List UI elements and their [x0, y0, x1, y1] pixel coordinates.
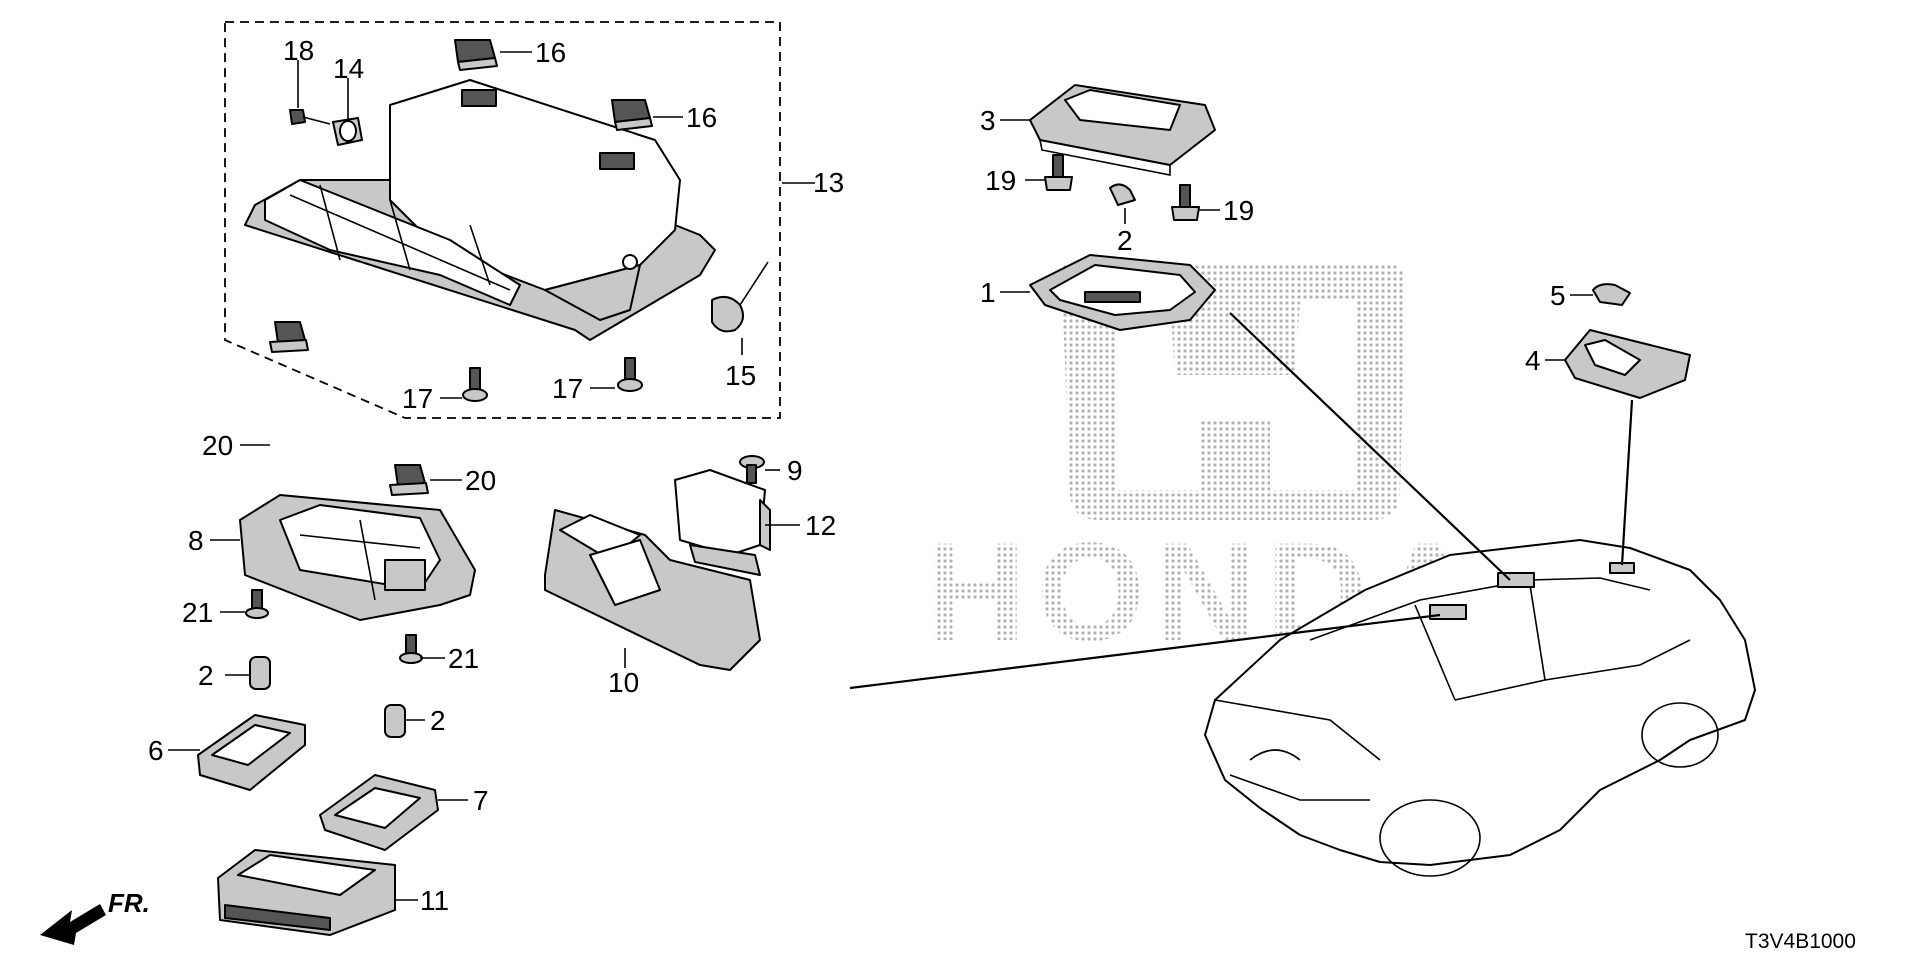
callout-9: 9	[787, 455, 803, 486]
part-3-lamp-housing	[1029, 84, 1216, 176]
diagram-code: T3V4B1000	[1745, 930, 1856, 953]
part-8-lamp-base	[239, 494, 476, 621]
part-1-lens	[1029, 254, 1216, 331]
part-19-screw-a	[1044, 154, 1073, 191]
callout-18: 18	[283, 35, 314, 66]
part-19-screw-b	[1171, 184, 1200, 221]
callout-14: 14	[333, 53, 364, 84]
part-2-bulb-left	[249, 656, 271, 690]
callout-1: 1	[980, 277, 996, 308]
part-7-lens	[319, 774, 439, 851]
part-2-bulb-top	[1109, 183, 1136, 206]
callout-8: 8	[188, 525, 204, 556]
part-18-screw	[289, 109, 331, 125]
callout-12: 12	[805, 510, 836, 541]
callout-16-a: 16	[535, 37, 566, 68]
part-5-bulb	[1592, 283, 1631, 306]
callout-15: 15	[725, 360, 756, 391]
part-20-clip-a	[269, 321, 309, 353]
callout-6: 6	[148, 735, 164, 766]
leader-lines	[168, 51, 1634, 901]
part-2-bulb-right	[384, 704, 406, 738]
part-11-unit	[217, 849, 396, 936]
callout-19-a: 19	[985, 165, 1016, 196]
callout-21-a: 21	[182, 597, 213, 628]
part-4-bracket	[1564, 329, 1691, 399]
callout-17-a: 17	[402, 383, 433, 414]
callout-17-b: 17	[552, 373, 583, 404]
part-17-bolt-a	[462, 367, 488, 402]
callout-20-b: 20	[465, 465, 496, 496]
callout-19-b: 19	[1223, 195, 1254, 226]
callout-5: 5	[1550, 280, 1566, 311]
callout-2-right: 2	[430, 705, 446, 736]
part-6-lens	[197, 714, 306, 791]
part-17-bolt-b	[617, 357, 643, 392]
callout-7: 7	[473, 785, 489, 816]
front-direction-arrow-icon	[40, 904, 106, 945]
part-21-screw-b	[399, 634, 423, 664]
part-16-clip-a	[454, 39, 498, 71]
callout-3: 3	[980, 105, 996, 136]
part-21-screw-a	[245, 589, 269, 619]
part-14-nut	[332, 117, 363, 146]
part-16-clip-b	[611, 99, 653, 131]
part-20-clip-b	[389, 464, 429, 496]
callout-2-left: 2	[198, 660, 214, 691]
front-direction-label: FR.	[108, 888, 150, 918]
callout-21-b: 21	[448, 643, 479, 674]
callout-16-b: 16	[686, 102, 717, 133]
callout-2-top: 2	[1117, 225, 1133, 256]
callout-13: 13	[813, 167, 844, 198]
part-9-screw	[739, 455, 765, 484]
callout-10: 10	[608, 667, 639, 698]
car-outline	[1204, 539, 1756, 877]
callout-4: 4	[1525, 345, 1541, 376]
callout-20-a: 20	[202, 430, 233, 461]
part-15-spring	[711, 261, 769, 333]
part-13-console	[244, 79, 716, 341]
callout-11: 11	[420, 885, 449, 916]
assembly-13-box	[224, 21, 781, 419]
part-10-switch-panel	[544, 509, 761, 671]
part-12-module	[674, 469, 771, 576]
